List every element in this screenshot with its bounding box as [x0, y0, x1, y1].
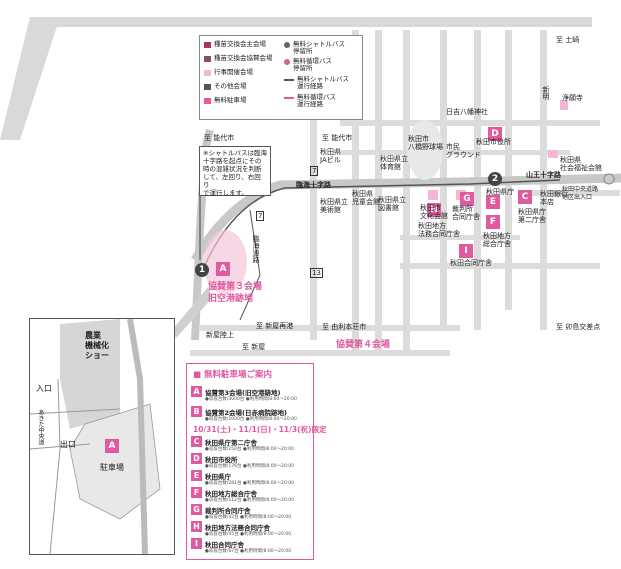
label-shinaiyu: 新屋陸上 — [206, 331, 234, 339]
east-end-dot — [603, 173, 615, 185]
circle-route-road — [239, 209, 261, 321]
legend-item-main: 種苗交換会主会場 — [204, 41, 266, 48]
label-rinkai: 臨海十字路 — [296, 181, 331, 189]
inset-map: 農業 機械化 ショー 入口 出口 A 駐車場 あきた中央道 — [29, 318, 175, 555]
label-jyoto: 秋田中央道路 地区出入口 — [562, 186, 599, 201]
legend-item-parking: 無料駐車場 — [204, 97, 247, 104]
label-sanno: 山王十字路 — [526, 171, 561, 179]
legend-item-loop-route: 無料循環バス 運行経路 — [284, 94, 336, 108]
label-tsuchizaki: 至 土崎 — [556, 36, 580, 44]
bus-stop-1[interactable]: 1 — [195, 263, 209, 277]
label-yurihonjo: 至 由利本荘市 — [322, 323, 367, 331]
route-7b: 7 — [256, 211, 265, 221]
label-bijutsu: 秋田県立 美術館 — [320, 198, 348, 214]
marker-C[interactable]: C — [518, 190, 532, 204]
label-cityhall: 秋田市役所 — [476, 138, 511, 146]
label-chiho: 秋田地方 総合庁舎 — [483, 232, 511, 248]
label-kyobashi: 至 卯島交差点 — [556, 323, 601, 331]
inset-parking: 駐車場 — [100, 463, 124, 472]
label-prefoffice2: 秋田県庁 第二庁舎 — [518, 208, 546, 224]
route-13: 13 — [310, 268, 323, 278]
top-grey-band — [30, 17, 592, 27]
bus-stop-2[interactable]: 2 — [488, 172, 502, 186]
label-shinmachi: 新明 — [542, 86, 550, 100]
label-bank: 秋田銀行 本店 — [540, 190, 568, 206]
legend-item-shuttle-stop: 無料シャトルバス 停留所 — [284, 41, 345, 55]
inset-deguchi: 出口 — [60, 440, 76, 449]
label-shakai: 秋田県 社会福祉会館 — [560, 156, 602, 172]
marker-F[interactable]: F — [486, 215, 500, 229]
label-prefoffice: 秋田県庁 — [486, 188, 514, 196]
label-library: 秋田県立 図書館 — [378, 196, 406, 212]
label-shin-yabase: 至 新屋再港 — [256, 322, 294, 330]
inset-nougyo: 農業 機械化 ショー — [85, 331, 109, 360]
label-jyokoji: 浄願寺 — [562, 94, 583, 102]
legend-item-sponsor: 種苗交換会協賛会場 — [204, 55, 273, 62]
marker-I[interactable]: I — [459, 244, 473, 258]
inset-canvas — [30, 319, 161, 554]
inset-marker-A[interactable]: A — [105, 439, 119, 453]
inset-leader — [172, 287, 213, 338]
venue3-title: 協賛第３会場 — [208, 282, 263, 292]
label-noshiro1: 至 能代市 — [204, 134, 235, 142]
venue3-sub: 旧空港跡地 — [208, 294, 254, 304]
label-hachiman: 日吉八幡神社 — [446, 108, 488, 116]
label-shinkansen-road: 臨海道路 — [252, 235, 260, 263]
marker-H[interactable]: H — [427, 203, 441, 217]
label-shinya: 至 新屋 — [242, 343, 266, 351]
building-jokoji — [560, 100, 568, 110]
label-stadium: 秋田県立 体育館 — [380, 155, 408, 171]
label-noshiro2: 至 能代市 — [322, 134, 353, 142]
marker-D[interactable]: D — [488, 127, 502, 141]
label-bunka: 秋田市 文化会館 — [420, 204, 448, 220]
label-ja: 秋田県 JAビル — [320, 148, 341, 164]
shuttle-note: ※シャトルバスは臨海 十字路を起点にその 時の混雑状況を判断 して、左回り、右回… — [199, 146, 271, 197]
marker-A[interactable]: A — [216, 262, 230, 276]
marker-G[interactable]: G — [460, 192, 474, 206]
label-jidou: 秋田県 児童会館 — [352, 190, 380, 206]
legend-item-shuttle-route: 無料シャトルバス 運行経路 — [284, 76, 349, 90]
legend-item-loop-stop: 無料循環バス 停留所 — [284, 58, 332, 72]
parking-date-note: 10/31(土)・11/1(日)・11/3(祝)限定 — [193, 425, 327, 434]
building-bunka — [428, 190, 438, 200]
venue4-area — [407, 120, 443, 180]
legend-item-event: 行事開催会場 — [204, 69, 253, 76]
top-grey-diagonal — [0, 17, 60, 140]
venue4-label: 協賛第４会場 — [336, 340, 391, 350]
label-yakyu: 秋田市 八橋野球場 — [408, 135, 443, 151]
label-godo: 秋田合同庁舎 — [450, 259, 492, 267]
inset-iriguchi: 入口 — [36, 384, 52, 393]
legend-item-other: その他会場 — [204, 83, 247, 90]
route-7a: 7 — [310, 166, 319, 176]
main-road-east — [191, 173, 621, 263]
marker-E[interactable]: E — [486, 195, 500, 209]
building-shakai — [548, 150, 558, 158]
inset-road: あきた中央道 — [37, 409, 44, 445]
label-saibansho: 裁判所 合同庁舎 — [452, 205, 480, 221]
parking-title: ■ 無料駐車場ご案内 — [193, 370, 273, 380]
label-ground: 市民 グラウンド — [446, 143, 481, 159]
label-homu: 秋田地方 法務合同庁舎 — [418, 222, 460, 238]
legend: 種苗交換会主会場 種苗交換会協賛会場 行事開催会場 その他会場 無料駐車場 無料… — [199, 35, 363, 120]
